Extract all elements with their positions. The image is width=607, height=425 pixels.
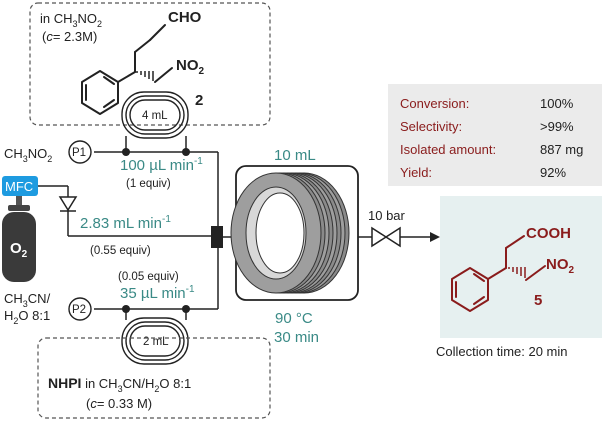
result-value: 92% (540, 165, 566, 180)
aldehyde-structure (81, 24, 173, 115)
line-p2 (94, 246, 219, 320)
coil-4ml (121, 91, 189, 139)
hashed-wedge (136, 71, 154, 81)
bpr-pressure: 10 bar (368, 208, 406, 223)
junction-dot (122, 148, 130, 156)
outlet-arrowhead (430, 232, 440, 242)
result-value: 100% (540, 96, 574, 111)
pump-p1-label: P1 (72, 147, 86, 159)
mfc-box (2, 176, 38, 196)
coil-2ml-label: 2 mL (143, 336, 169, 348)
result-value: >99% (540, 119, 574, 134)
gas-flow-rate: 2.83 mL min-1 (80, 214, 171, 232)
pump-p2-icon (68, 297, 92, 321)
junction-dot (182, 148, 190, 156)
mfc-label: MFC (5, 179, 33, 194)
mixer-icon (211, 226, 223, 248)
compound-5-label: 5 (534, 292, 542, 309)
p1-feed-label: CH3NO2 (4, 146, 52, 164)
top-solvent-label: in CH3NO2 (40, 11, 102, 29)
result-value: 887 mg (540, 142, 583, 157)
results-box (388, 84, 602, 186)
no2-group-top: NO2 (176, 57, 205, 77)
nhpi-reagent: NHPI in CH3CN/H2O 8:1 (48, 375, 191, 394)
reactor-volume: 10 mL (274, 147, 316, 164)
product-hashed-wedge (508, 267, 526, 278)
result-label: Yield: (400, 165, 432, 180)
junction-dot (182, 305, 190, 313)
reactor-temperature: 90 °C (275, 310, 313, 327)
bottom-concentration: (c= 0.33 M) (86, 396, 152, 411)
p1-flow-rate: 100 µL min-1 (120, 156, 203, 174)
result-label: Isolated amount: (400, 142, 496, 157)
o2-cylinder-icon (2, 196, 36, 282)
check-valve-icon (58, 196, 78, 212)
pump-p2-label: P2 (72, 304, 86, 316)
gas-equiv: (0.55 equiv) (90, 245, 151, 257)
reactor-coil (230, 172, 350, 294)
product-structure (451, 235, 546, 312)
p1-equiv: (1 equiv) (126, 178, 171, 190)
p2-feed-line1: CH3CN/ (4, 291, 51, 309)
compound-2-label: 2 (195, 92, 203, 109)
p2-feed-line2: H2O 8:1 (4, 308, 50, 326)
no2-group-product: NO2 (546, 256, 575, 276)
coil-2ml (121, 317, 189, 365)
coil-4ml-label: 4 mL (142, 110, 168, 122)
bottom-reagent-box (37, 337, 271, 419)
top-concentration: (c= 2.3M) (42, 29, 97, 44)
collection-time: Collection time: 20 min (436, 344, 568, 359)
result-label: Selectivity: (400, 119, 462, 134)
reactor-time: 30 min (274, 329, 319, 346)
cooh-group-label: COOH (526, 225, 571, 242)
bpr-valve-icon (371, 226, 401, 248)
result-label: Conversion: (400, 96, 469, 111)
top-reagent-box (29, 2, 271, 126)
line-p1 (94, 136, 219, 228)
pump-p1-icon (68, 140, 92, 164)
cho-group-label: CHO (168, 9, 202, 26)
p2-equiv: (0.05 equiv) (118, 271, 179, 283)
p2-flow-rate: 35 µL min-1 (120, 284, 195, 302)
junction-dot (122, 305, 130, 313)
